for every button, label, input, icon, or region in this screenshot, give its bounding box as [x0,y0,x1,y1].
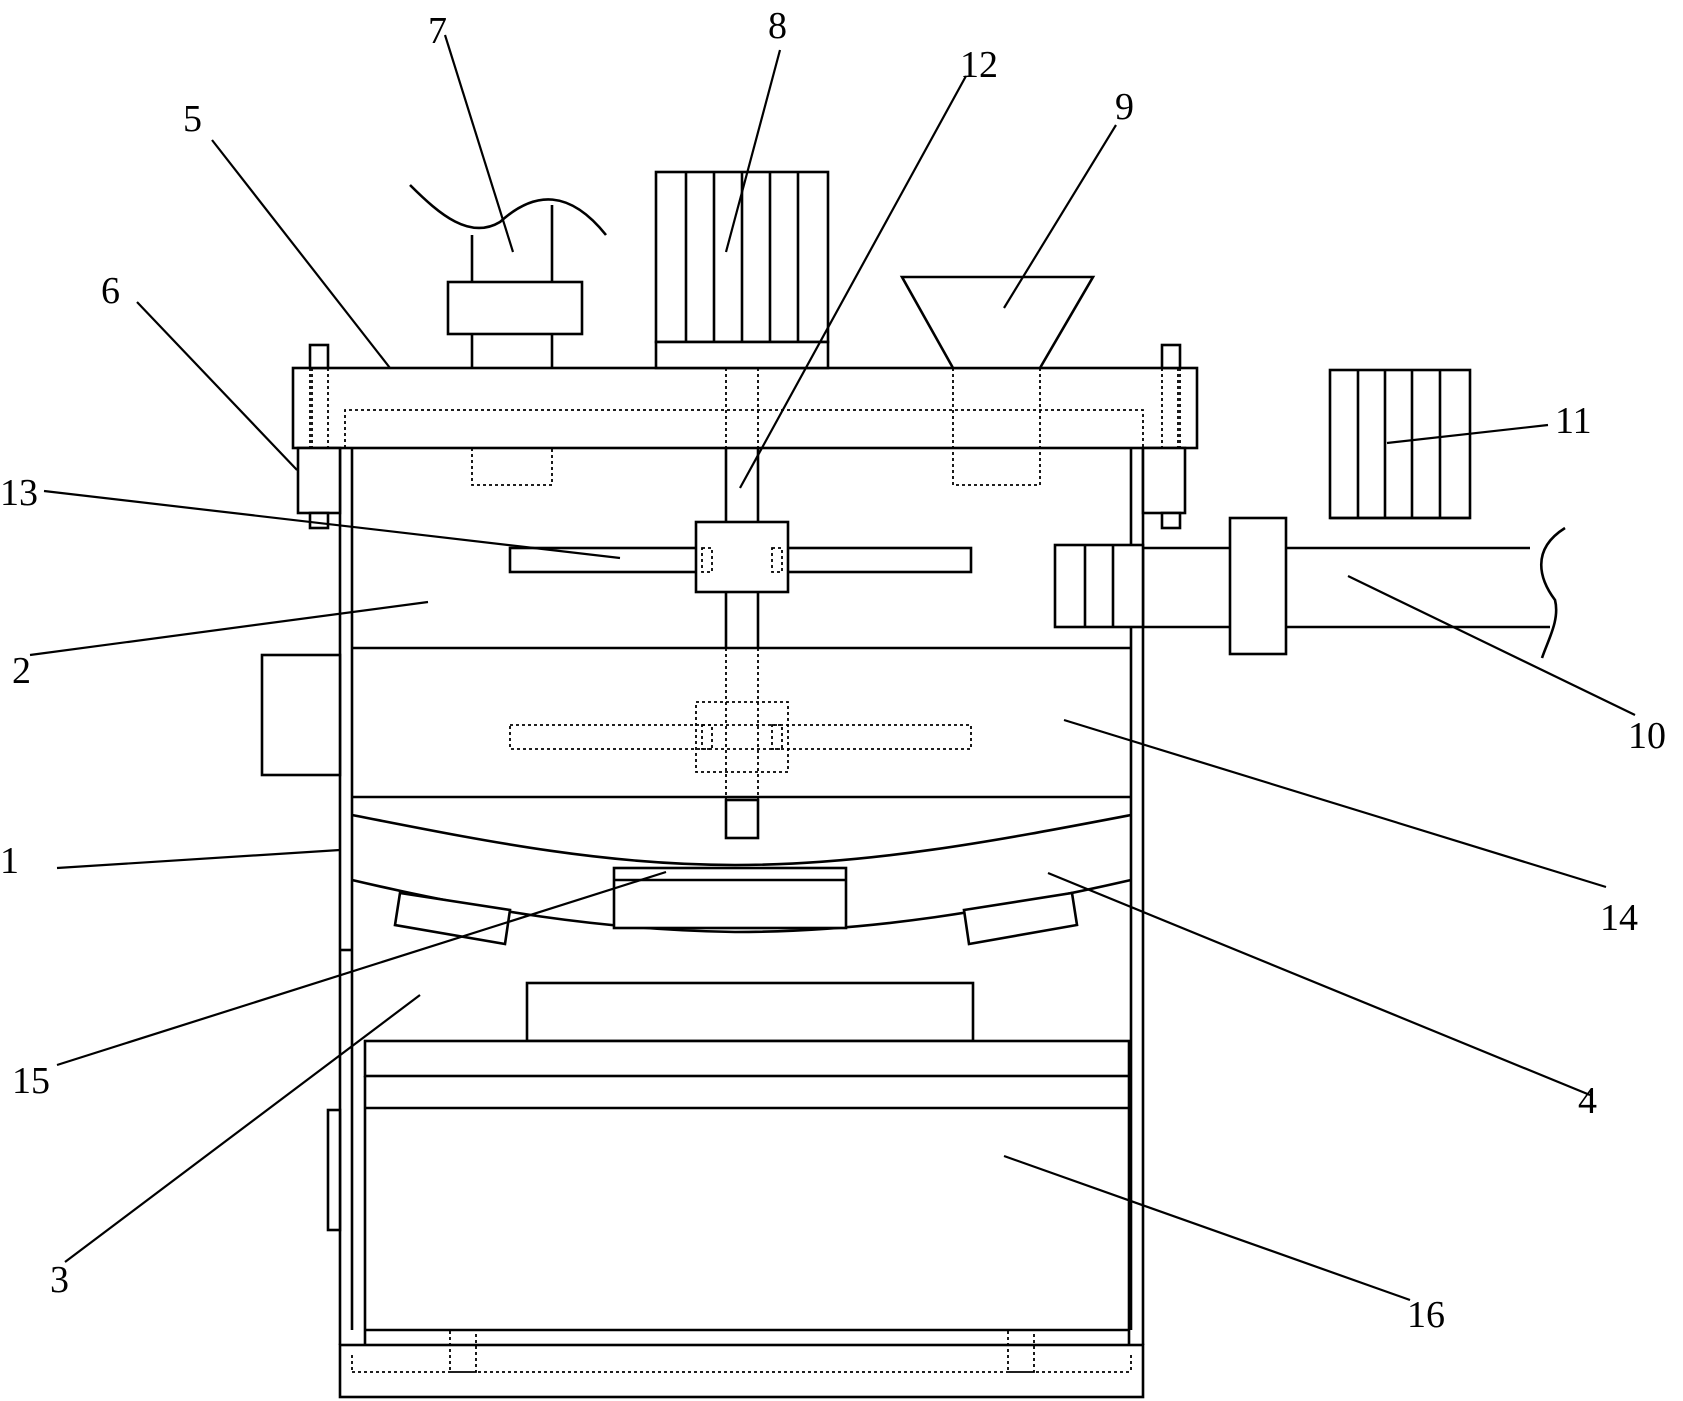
leader-lines [29,34,1636,1302]
callout-3: 3 [50,1259,69,1301]
inlet-pipe [409,184,608,486]
callout-13: 13 [0,472,38,514]
callout-16: 16 [1407,1294,1445,1336]
callout-4: 4 [1578,1080,1597,1122]
callout-1: 1 [0,840,19,882]
lower-stirrer-hidden [509,701,972,773]
callout-12: 12 [960,44,998,86]
callout-9: 9 [1115,86,1134,128]
callout-10: 10 [1628,715,1666,757]
callout-7: 7 [428,10,447,52]
callout-labels: 1 2 3 4 5 6 7 8 9 10 11 12 13 14 15 16 [0,5,1666,1336]
housing-body [338,448,1145,1399]
callout-5: 5 [183,98,202,140]
collection-drawer [363,981,1131,1345]
callout-14: 14 [1600,897,1638,939]
right-bolt [1141,343,1187,530]
callout-15: 15 [12,1060,50,1102]
side-motor [1328,368,1472,520]
callout-11: 11 [1555,400,1592,442]
side-door-handle [326,1108,342,1232]
callout-2: 2 [12,650,31,692]
callout-6: 6 [101,270,120,312]
left-bolt [296,343,342,530]
discharge-pipe [1053,516,1566,659]
feed-hopper [899,275,1096,486]
top-motor [654,170,830,370]
top-cover [291,366,1199,450]
callout-8: 8 [768,5,787,47]
upper-stirrer [508,520,973,594]
side-control-box [260,653,342,777]
drive-shaft [724,368,760,840]
